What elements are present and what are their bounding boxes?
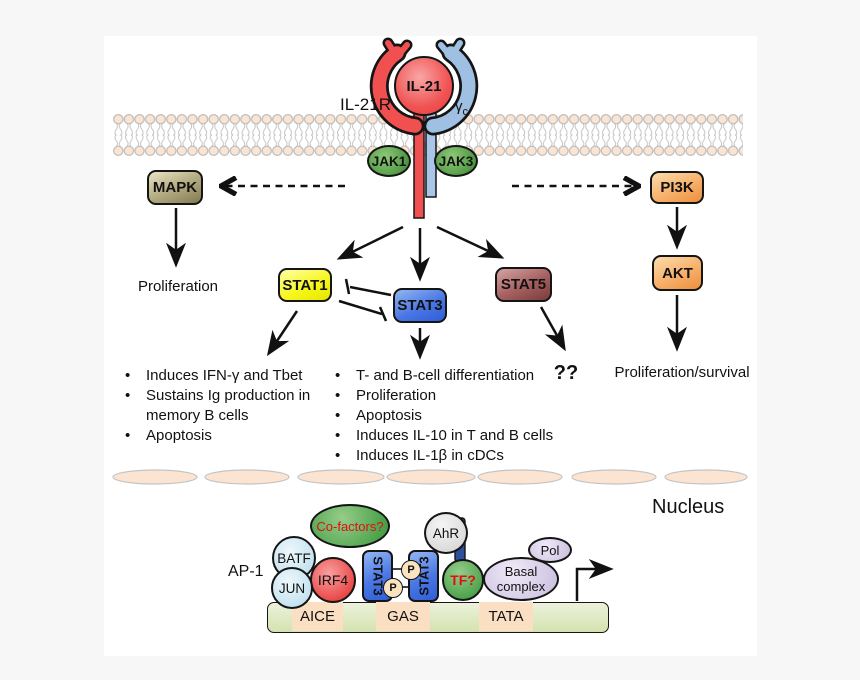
jak1-protein: JAK1 bbox=[367, 145, 411, 177]
akt-box: AKT bbox=[652, 255, 703, 291]
phospho-label: P bbox=[389, 582, 397, 594]
bullet-icon: • bbox=[335, 427, 341, 444]
arrow-receptor-to-stat1 bbox=[336, 225, 404, 260]
list-item: • Apoptosis bbox=[120, 426, 320, 446]
stat1-box: STAT1 bbox=[278, 268, 332, 302]
gas-element: GAS bbox=[376, 602, 430, 631]
bullet-icon: • bbox=[125, 387, 131, 404]
list-item: • Induces IFN-γ and Tbet bbox=[120, 366, 320, 386]
list-item: • Apoptosis bbox=[330, 406, 570, 426]
tf-protein: TF? bbox=[442, 559, 484, 601]
akt-label: AKT bbox=[662, 264, 693, 282]
tf-label: TF? bbox=[450, 572, 476, 588]
stat1-label: STAT1 bbox=[282, 276, 328, 294]
list-item: • Induces IL-1β in cDCs bbox=[330, 446, 570, 466]
cofactors-protein: Co-factors? bbox=[310, 504, 390, 548]
irf4-label: IRF4 bbox=[317, 572, 349, 588]
pi3k-label: PI3K bbox=[660, 179, 694, 196]
gamma-chain-label: γc bbox=[455, 98, 468, 118]
stat1-effect-3: Apoptosis bbox=[146, 427, 212, 444]
stat3-effect-5: Induces IL-1β in cDCs bbox=[356, 447, 504, 464]
mapk-label: MAPK bbox=[152, 179, 198, 196]
stat5-unknown-label: ?? bbox=[553, 362, 579, 384]
bullet-icon: • bbox=[125, 427, 131, 444]
arrow-stat1-to-effects bbox=[266, 310, 299, 357]
stat3-label: STAT3 bbox=[397, 297, 443, 314]
transcription-start-arrow bbox=[575, 559, 614, 601]
il21-label: IL-21 bbox=[406, 77, 442, 95]
tata-element: TATA bbox=[479, 602, 533, 631]
phospho-label: P bbox=[407, 564, 415, 576]
bullet-icon: • bbox=[335, 407, 341, 424]
proliferation-left-label: Proliferation bbox=[137, 278, 219, 295]
basal-complex: Basal complex bbox=[483, 557, 559, 601]
stat3-effect-4: Induces IL-10 in T and B cells bbox=[356, 427, 554, 444]
stat1-effect-2: Sustains Ig production in memory B cells bbox=[146, 387, 311, 424]
list-item: • Induces IL-10 in T and B cells bbox=[330, 426, 570, 446]
pol-protein: Pol bbox=[528, 537, 572, 563]
list-item: • T- and B-cell differentiation bbox=[330, 366, 570, 386]
ahr-protein: AhR bbox=[424, 512, 468, 554]
stat5-box: STAT5 bbox=[495, 267, 552, 302]
stat3-effect-2: Proliferation bbox=[356, 387, 437, 404]
gamma-symbol: γ bbox=[455, 98, 463, 115]
stat3-box: STAT3 bbox=[393, 288, 447, 323]
gamma-chain-arm bbox=[423, 37, 479, 136]
list-item: • Sustains Ig production in memory B cell… bbox=[120, 386, 320, 426]
stat1-effect-1: Induces IFN-γ and Tbet bbox=[146, 367, 303, 384]
ahr-label: AhR bbox=[432, 525, 460, 541]
mapk-box: MAPK bbox=[147, 170, 203, 205]
stat1-effects-list: • Induces IFN-γ and Tbet • Sustains Ig pro… bbox=[120, 366, 320, 446]
gas-label: GAS bbox=[387, 608, 419, 625]
cofactors-label: Co-factors? bbox=[316, 518, 384, 534]
nuclear-envelope bbox=[112, 469, 748, 485]
jak3-protein: JAK3 bbox=[434, 145, 478, 177]
stat1-stat3-inhibition bbox=[338, 278, 392, 322]
bullet-icon: • bbox=[125, 367, 131, 384]
bullet-icon: • bbox=[335, 367, 341, 384]
jak3-label: JAK3 bbox=[438, 153, 474, 169]
proliferation-survival-label: Proliferation/survival bbox=[614, 364, 750, 381]
gamma-subscript: c bbox=[462, 106, 469, 118]
arrow-receptor-to-stat5 bbox=[436, 225, 505, 259]
stat5-label: STAT5 bbox=[500, 276, 547, 293]
il21-ligand: IL-21 bbox=[394, 56, 454, 116]
list-item: • Proliferation bbox=[330, 386, 570, 406]
aice-label: AICE bbox=[299, 608, 335, 625]
basal-complex-label: Basal complex bbox=[496, 564, 546, 594]
stat3-effect-3: Apoptosis bbox=[356, 407, 422, 424]
bullet-icon: • bbox=[335, 387, 341, 404]
irf4-protein: IRF4 bbox=[310, 557, 356, 603]
pi3k-box: PI3K bbox=[650, 171, 704, 204]
stat3-effects-list: • T- and B-cell differentiation • Prolifer… bbox=[330, 366, 570, 466]
phospho-lower: P bbox=[383, 578, 403, 598]
pol-label: Pol bbox=[540, 542, 560, 558]
batf-label: BATF bbox=[277, 550, 311, 566]
il21r-label: IL-21R bbox=[339, 95, 391, 114]
arrow-stat5-to-unknown bbox=[539, 306, 566, 352]
nucleus-label: Nucleus bbox=[652, 496, 725, 518]
jun-protein: JUN bbox=[271, 567, 313, 609]
il21r-arm bbox=[369, 37, 425, 136]
jak1-label: JAK1 bbox=[371, 153, 407, 169]
ap1-label: AP-1 bbox=[228, 563, 264, 580]
jun-label: JUN bbox=[278, 580, 306, 596]
stat3-dimer-left: STAT3 bbox=[362, 550, 393, 602]
tata-label: TATA bbox=[488, 608, 524, 625]
phospho-upper: P bbox=[401, 560, 421, 580]
stat3-effect-1: T- and B-cell differentiation bbox=[356, 367, 535, 384]
bullet-icon: • bbox=[335, 447, 341, 464]
